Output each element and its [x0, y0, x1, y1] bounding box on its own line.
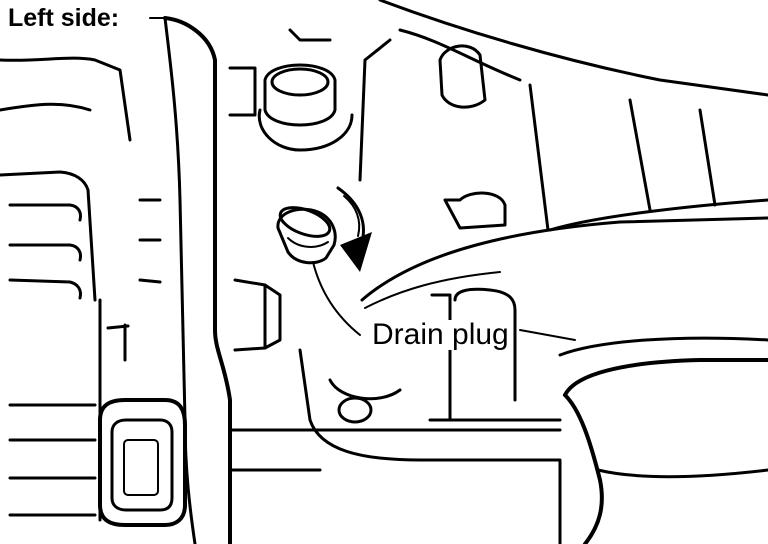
drain-plug-label: Drain plug: [370, 318, 511, 351]
counterclockwise-loosen-arrow-icon: [336, 186, 372, 272]
center-flange: [163, 16, 282, 544]
connector-block: [98, 398, 187, 527]
lower-right-pan: [228, 216, 768, 544]
drain-plug: [276, 206, 337, 265]
upper-bolts: [257, 28, 354, 152]
leader-lines: [149, 17, 576, 341]
upper-right-case: [358, 0, 768, 232]
left-housing: [0, 56, 162, 522]
side-label: Left side:: [6, 4, 122, 32]
